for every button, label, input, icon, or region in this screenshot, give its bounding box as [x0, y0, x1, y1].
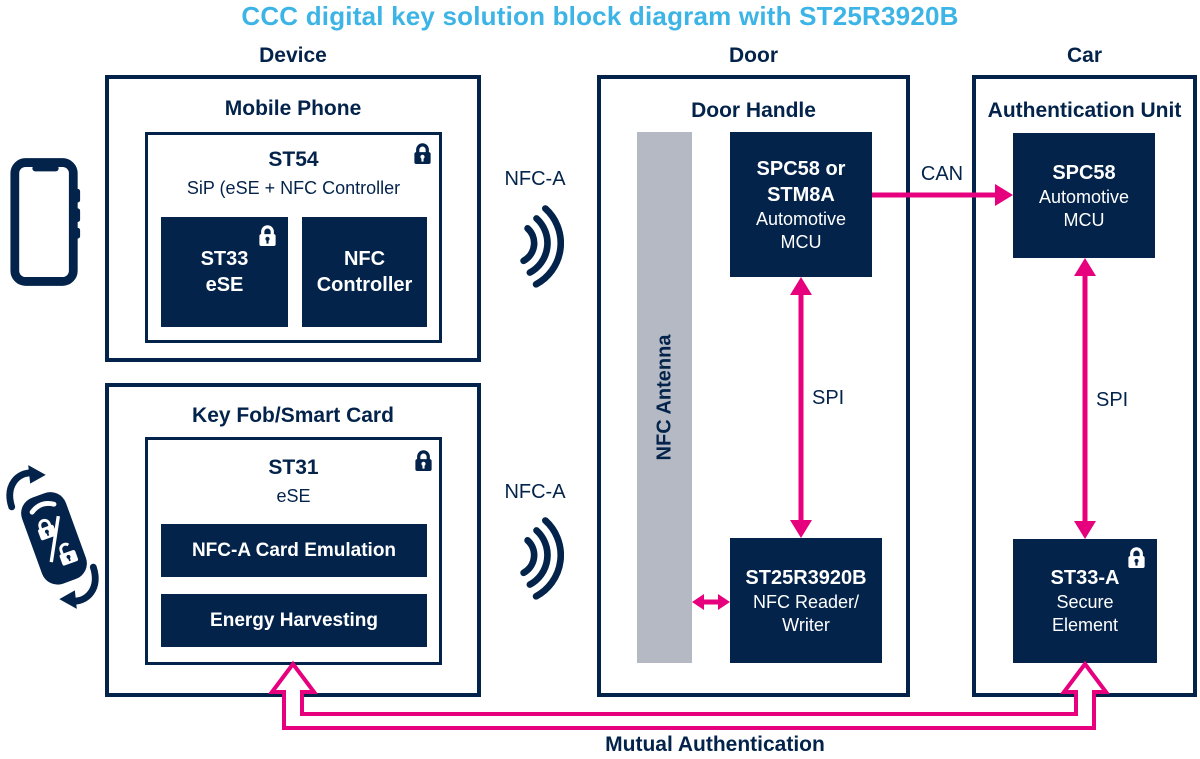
nfc-reader-line3: Writer [782, 614, 830, 635]
st31-title: ST31 [268, 456, 319, 479]
nfc-reader-line2: NFC Reader/ [752, 591, 860, 612]
nfc-signal-icon [514, 198, 564, 294]
lock-icon [413, 449, 434, 472]
column-label-device: Device [259, 44, 327, 67]
key-fob-rotation-icon [2, 462, 104, 612]
secure-element-line2: Secure [1056, 592, 1114, 612]
nfc-controller-line2: Controller [316, 274, 413, 296]
key-fob-label: Key Fob/Smart Card [192, 404, 394, 427]
car-mcu-line1: SPC58 [1052, 161, 1116, 184]
st54-subtitle: SiP (eSE + NFC Controller [186, 178, 401, 198]
door-mcu-line3: Automotive [755, 208, 847, 229]
st31-subtitle: eSE [276, 486, 311, 506]
nfc-controller-box: NFC Controller [302, 217, 427, 327]
authentication-unit-label: Authentication Unit [987, 99, 1182, 122]
car-mcu-line2: Automotive [1038, 186, 1130, 207]
mobile-phone-label: Mobile Phone [224, 97, 362, 120]
mutual-authentication-label: Mutual Authentication [605, 733, 825, 756]
nfc-a-top-label: NFC-A [504, 168, 566, 190]
page-title: CCC digital key solution block diagram w… [241, 1, 959, 31]
card-emulation-label: NFC-A Card Emulation [191, 539, 397, 561]
st33-line1: ST33 [200, 248, 249, 270]
door-mcu-line2: STM8A [767, 183, 835, 206]
nfc-reader-box: ST25R3920B NFC Reader/ Writer [730, 538, 882, 663]
column-label-door: Door [729, 44, 778, 67]
door-mcu-line4: MCU [780, 231, 822, 252]
lock-icon [257, 224, 278, 247]
door-mcu-box: SPC58 or STM8A Automotive MCU [730, 132, 872, 277]
nfc-signal-icon [514, 510, 564, 606]
nfc-controller-line1: NFC [343, 248, 386, 270]
can-label: CAN [920, 163, 964, 185]
door-mcu-line1: SPC58 or [756, 157, 846, 180]
secure-element-line3: Element [1051, 615, 1119, 635]
spi-car-label: SPI [1096, 389, 1129, 411]
st33-line2: eSE [205, 274, 244, 296]
energy-harvesting-label: Energy Harvesting [210, 609, 378, 631]
nfc-reader-line1: ST25R3920B [745, 566, 867, 589]
door-handle-label: Door Handle [691, 99, 816, 122]
st54-title: ST54 [268, 148, 319, 171]
nfc-antenna-bar: NFC Antenna [637, 132, 692, 663]
nfc-a-card-emulation-box: NFC-A Card Emulation [161, 524, 427, 577]
lock-icon [412, 142, 433, 165]
nfc-antenna-label: NFC Antenna [653, 334, 676, 461]
spi-door-label: SPI [812, 387, 845, 409]
lock-icon [1126, 546, 1147, 569]
nfc-a-bottom-label: NFC-A [504, 481, 566, 503]
smartphone-icon [8, 156, 84, 288]
energy-harvesting-box: Energy Harvesting [161, 594, 427, 647]
car-mcu-line3: MCU [1063, 209, 1105, 230]
car-mcu-box: SPC58 Automotive MCU [1013, 133, 1155, 258]
column-label-car: Car [1066, 44, 1103, 67]
secure-element-line1: ST33-A [1050, 567, 1120, 589]
